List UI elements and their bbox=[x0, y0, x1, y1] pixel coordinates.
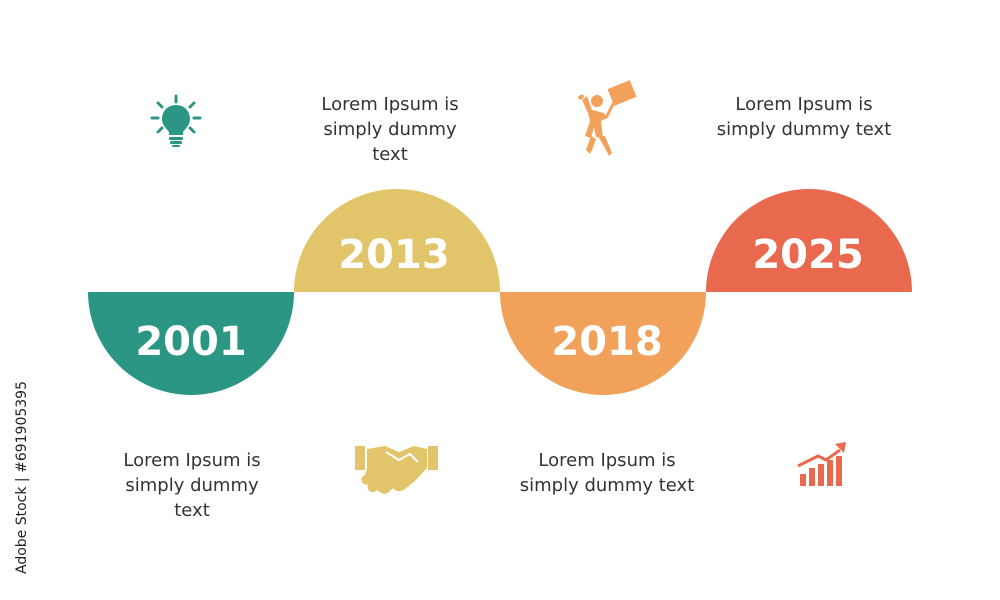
caption-line: Lorem Ipsum is bbox=[538, 450, 676, 471]
caption-line: text bbox=[174, 500, 210, 521]
milestone-2001-year: 2001 bbox=[135, 319, 246, 365]
milestone-2018-shape bbox=[500, 292, 706, 395]
caption-line: simply dummy text bbox=[716, 119, 892, 140]
milestone-2001-shape bbox=[88, 292, 294, 395]
celebrating-person-icon bbox=[578, 80, 637, 156]
watermark-text: Adobe Stock | #691905395 bbox=[14, 381, 30, 574]
milestone-2025-year: 2025 bbox=[752, 232, 863, 278]
milestone-2001-caption: Lorem Ipsum is simply dummy text bbox=[82, 448, 302, 523]
caption-line: Lorem Ipsum is bbox=[735, 94, 873, 115]
milestone-2018-year: 2018 bbox=[551, 319, 662, 365]
milestone-2018-caption: Lorem Ipsum is simply dummy text bbox=[497, 448, 717, 498]
milestone-2025-shape bbox=[706, 189, 912, 292]
milestone-2013-shape bbox=[294, 189, 500, 292]
handshake-icon bbox=[355, 446, 438, 494]
caption-line: simply dummy text bbox=[519, 475, 695, 496]
milestone-2013-year: 2013 bbox=[338, 232, 449, 278]
caption-line: simply dummy bbox=[125, 475, 259, 496]
milestone-2013-caption: Lorem Ipsum is simply dummy text bbox=[280, 92, 500, 167]
caption-line: simply dummy bbox=[323, 119, 457, 140]
growth-chart-icon bbox=[797, 442, 846, 486]
caption-line: Lorem Ipsum is bbox=[123, 450, 261, 471]
caption-line: text bbox=[372, 144, 408, 165]
lightbulb-icon bbox=[150, 94, 202, 147]
milestone-2025-caption: Lorem Ipsum is simply dummy text bbox=[694, 92, 914, 142]
caption-line: Lorem Ipsum is bbox=[321, 94, 459, 115]
stock-watermark: Adobe Stock | #691905395 bbox=[0, 360, 36, 580]
